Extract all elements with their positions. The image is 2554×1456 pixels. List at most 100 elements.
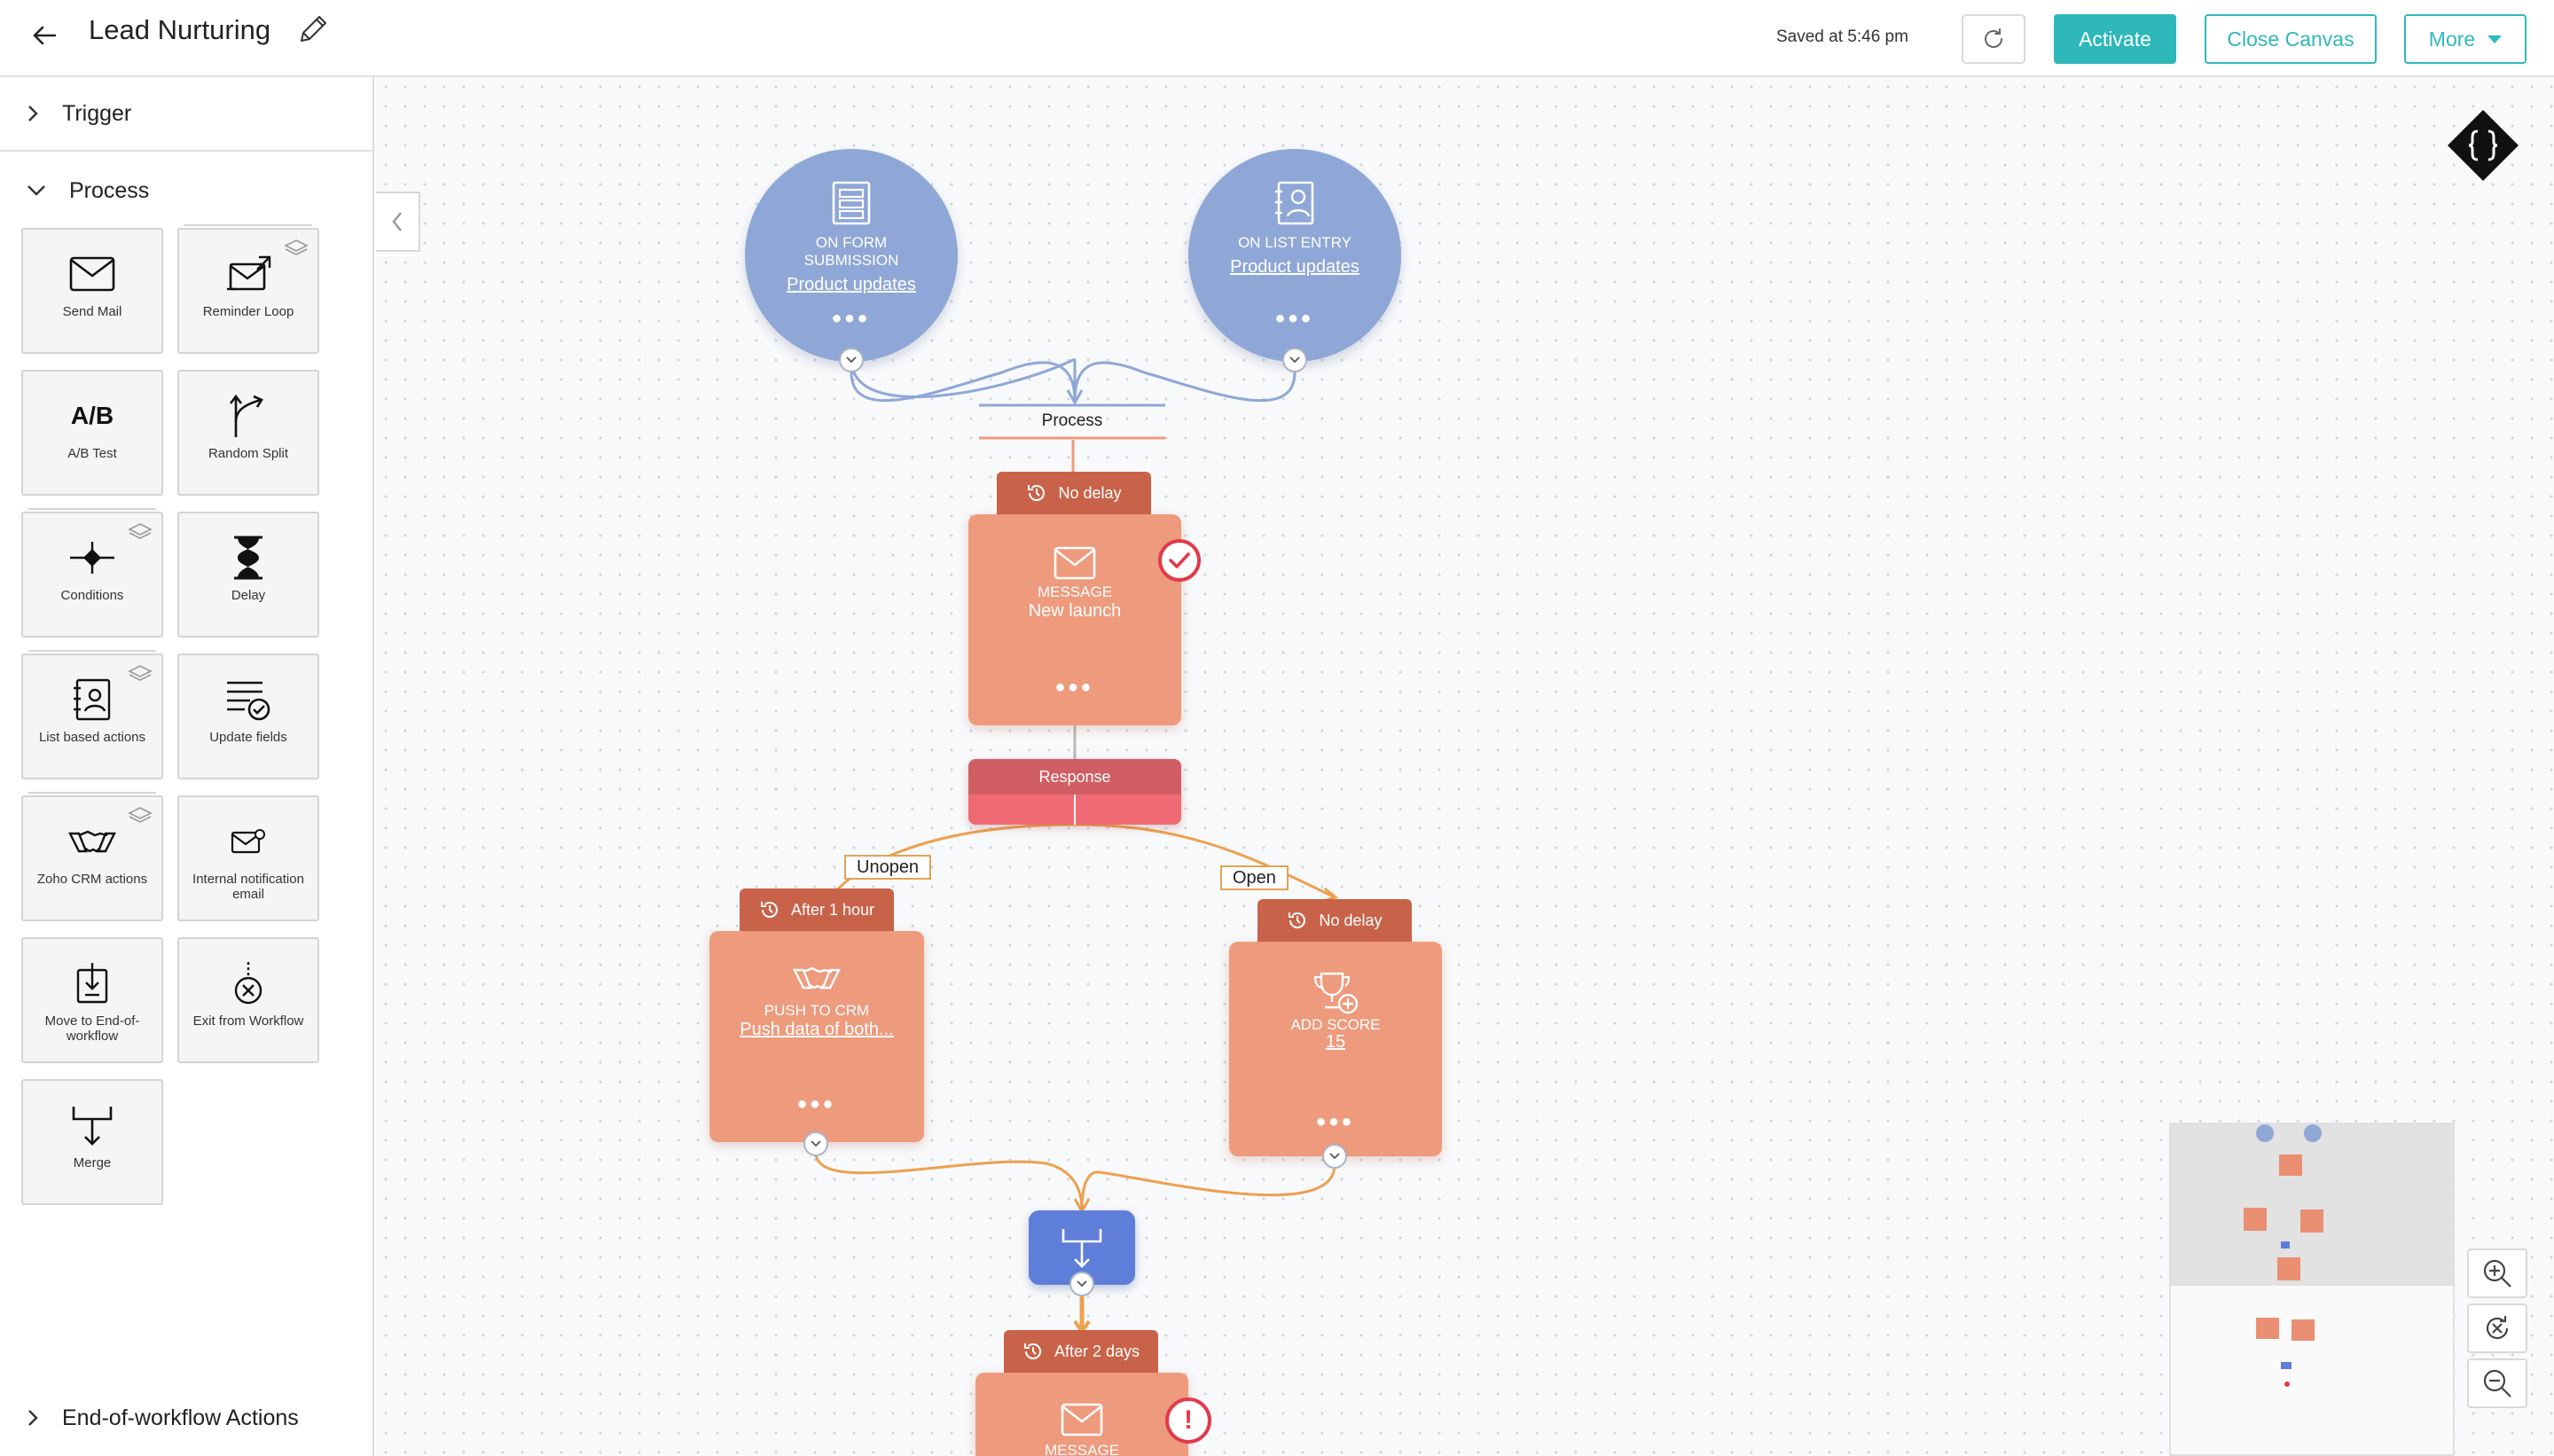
minimap-node bbox=[2244, 1208, 2267, 1231]
chevron-left-icon bbox=[392, 212, 402, 231]
trigger-list-entry[interactable]: ON LIST ENTRY Product updates ••• bbox=[1188, 149, 1401, 362]
stack-layers-icon bbox=[128, 807, 153, 823]
tile-label: A/B Test bbox=[67, 446, 117, 461]
more-options-icon[interactable]: ••• bbox=[832, 304, 871, 333]
delay-tab[interactable]: After 1 hour bbox=[740, 888, 894, 931]
process-section-header[interactable]: Process bbox=[0, 153, 372, 228]
trigger-section-header[interactable]: Trigger bbox=[0, 77, 372, 152]
score-value-link[interactable]: 15 bbox=[1325, 1032, 1346, 1052]
list-entry-icon bbox=[1275, 181, 1314, 225]
branch-unopen-tag[interactable]: Unopen bbox=[844, 855, 932, 880]
tile-delay[interactable]: Delay bbox=[177, 512, 319, 638]
clock-history-icon bbox=[1028, 485, 1046, 501]
close-canvas-button[interactable]: Close Canvas bbox=[2205, 14, 2377, 64]
delay-label: No delay bbox=[1319, 911, 1383, 929]
response-branches bbox=[968, 795, 1181, 825]
update-fields-icon bbox=[225, 677, 271, 723]
push-to-crm-node[interactable]: PUSH TO CRM Push data of both... ••• bbox=[709, 931, 924, 1142]
minimap-warning bbox=[2284, 1382, 2290, 1387]
back-arrow-icon[interactable] bbox=[27, 18, 62, 53]
minimap-trigger bbox=[2256, 1124, 2274, 1142]
node-type: PUSH TO CRM bbox=[764, 1002, 870, 1019]
node-type: MESSAGE bbox=[1037, 583, 1113, 600]
minimap-viewport[interactable] bbox=[2171, 1124, 2453, 1286]
success-check-icon bbox=[1158, 539, 1201, 582]
stack-layers-icon bbox=[284, 239, 309, 255]
chevron-right-icon bbox=[28, 1410, 38, 1426]
tile-internal-notification-email[interactable]: Internal notification email bbox=[177, 795, 319, 921]
tile-merge[interactable]: Merge bbox=[21, 1079, 163, 1205]
tile-reminder-loop[interactable]: Reminder Loop bbox=[177, 224, 319, 354]
minimap-node bbox=[2300, 1209, 2323, 1233]
clock-history-icon bbox=[1289, 912, 1306, 928]
more-options-icon[interactable]: ••• bbox=[1275, 304, 1314, 333]
exit-icon bbox=[231, 960, 266, 1006]
tile-update-fields[interactable]: Update fields bbox=[177, 654, 319, 779]
zoom-out-button[interactable] bbox=[2467, 1358, 2527, 1408]
more-dropdown-button[interactable]: More bbox=[2404, 14, 2527, 64]
notification-mail-icon bbox=[231, 818, 266, 865]
top-header: Lead Nurturing Saved at 5:46 pm Activate… bbox=[0, 0, 2554, 77]
expand-chevron-icon[interactable] bbox=[1322, 1144, 1347, 1169]
tile-random-split[interactable]: Random Split bbox=[177, 370, 319, 496]
clock-history-icon bbox=[760, 902, 778, 918]
reset-zoom-icon bbox=[2486, 1316, 2509, 1340]
mail-icon bbox=[1054, 546, 1096, 580]
more-label: More bbox=[2428, 27, 2476, 51]
expand-chevron-icon[interactable] bbox=[1282, 348, 1307, 372]
delay-tab[interactable]: No delay bbox=[997, 472, 1151, 514]
trigger-list-link[interactable]: Product updates bbox=[1230, 257, 1359, 277]
minimap-node bbox=[2256, 1318, 2279, 1339]
message-node[interactable]: MESSAGE New launch ••• bbox=[968, 514, 1181, 725]
edit-pencil-icon[interactable] bbox=[296, 12, 332, 48]
trigger-form-submission[interactable]: ON FORM SUBMISSION Product updates ••• bbox=[745, 149, 958, 362]
minimap-merge bbox=[2281, 1362, 2292, 1369]
form-icon bbox=[832, 181, 871, 225]
activate-button[interactable]: Activate bbox=[2054, 14, 2176, 64]
tile-ab-test[interactable]: A/B A/B Test bbox=[21, 370, 163, 496]
trophy-plus-icon bbox=[1313, 972, 1359, 1014]
node-type: MESSAGE bbox=[1044, 1442, 1120, 1456]
brackets-logo-icon[interactable] bbox=[2446, 108, 2520, 183]
node-name-link[interactable]: Push data of both... bbox=[740, 1020, 894, 1039]
tile-zoho-crm-actions[interactable]: Zoho CRM actions bbox=[21, 792, 163, 921]
handshake-icon bbox=[68, 818, 116, 865]
delay-tab[interactable]: No delay bbox=[1257, 899, 1412, 942]
more-options-icon[interactable]: ••• bbox=[1055, 673, 1094, 702]
zoom-in-button[interactable] bbox=[2467, 1249, 2527, 1298]
clock-history-icon bbox=[1023, 1343, 1041, 1359]
message-node[interactable]: MESSAGE bbox=[975, 1373, 1188, 1456]
tile-label: List based actions bbox=[38, 730, 146, 745]
end-of-workflow-label: End-of-workflow Actions bbox=[62, 1405, 299, 1430]
collapse-sidebar-button[interactable] bbox=[376, 192, 420, 252]
expand-chevron-icon[interactable] bbox=[803, 1131, 828, 1156]
tile-list-based-actions[interactable]: List based actions bbox=[21, 650, 163, 779]
response-node[interactable]: Response bbox=[968, 759, 1181, 825]
conditions-icon bbox=[68, 535, 116, 581]
tile-move-to-end-of-workflow[interactable]: Move to End-of-workflow bbox=[21, 937, 163, 1063]
reset-zoom-button[interactable] bbox=[2467, 1303, 2527, 1353]
trigger-caption: SUBMISSION bbox=[803, 252, 899, 269]
workflow-title: Lead Nurturing bbox=[89, 14, 271, 45]
tile-send-mail[interactable]: Send Mail bbox=[21, 228, 163, 354]
trigger-list-link[interactable]: Product updates bbox=[787, 275, 916, 294]
refresh-button[interactable] bbox=[1962, 14, 2025, 64]
delay-label: After 1 hour bbox=[790, 900, 875, 919]
expand-chevron-icon[interactable] bbox=[839, 348, 864, 372]
more-options-icon[interactable]: ••• bbox=[797, 1090, 836, 1119]
minimap-node bbox=[2279, 1155, 2302, 1176]
caret-down-icon bbox=[2487, 35, 2503, 43]
more-options-icon[interactable]: ••• bbox=[1316, 1108, 1355, 1137]
handshake-icon bbox=[793, 967, 841, 990]
add-score-node[interactable]: ADD SCORE 15 ••• bbox=[1229, 942, 1442, 1156]
warning-icon[interactable]: ! bbox=[1165, 1397, 1211, 1444]
tile-exit-from-workflow[interactable]: Exit from Workflow bbox=[177, 937, 319, 1063]
end-of-workflow-section-header[interactable]: End-of-workflow Actions bbox=[0, 1381, 372, 1455]
tile-label: Zoho CRM actions bbox=[36, 872, 148, 887]
minimap-node bbox=[2277, 1257, 2300, 1280]
delay-tab[interactable]: After 2 days bbox=[1004, 1330, 1158, 1373]
expand-chevron-icon[interactable] bbox=[1069, 1272, 1094, 1296]
minimap[interactable] bbox=[2169, 1123, 2455, 1456]
branch-open-tag[interactable]: Open bbox=[1220, 865, 1289, 890]
tile-conditions[interactable]: Conditions bbox=[21, 508, 163, 638]
